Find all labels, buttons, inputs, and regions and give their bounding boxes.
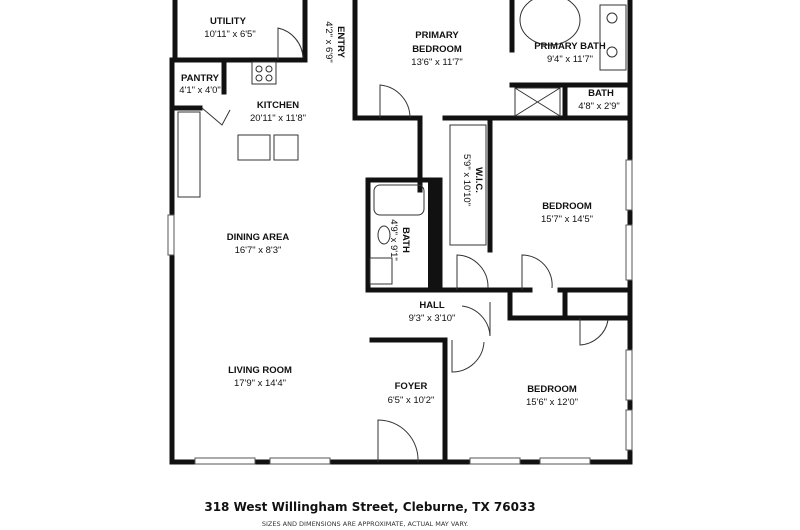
svg-text:15'7" x 14'5": 15'7" x 14'5" [541, 214, 593, 225]
disclaimer: SIZES AND DIMENSIONS ARE APPROXIMATE, AC… [261, 520, 469, 528]
room-label-bath-hall: BATH 4'9" x 9'1" [388, 219, 411, 261]
svg-text:16'7" x 8'3": 16'7" x 8'3" [235, 245, 282, 256]
svg-text:10'11" x 6'5": 10'11" x 6'5" [204, 29, 255, 40]
kitchen-counter [273, 134, 299, 161]
svg-text:PRIMARY: PRIMARY [415, 30, 459, 41]
svg-text:5'9" x 10'10": 5'9" x 10'10" [461, 154, 472, 206]
room-label-kitchen: KITCHEN 20'11" x 11'8" [250, 100, 306, 124]
svg-text:4'2" x 6'9": 4'2" x 6'9" [323, 21, 334, 63]
room-label-wic: W.I.C. 5'9" x 10'10" [461, 154, 484, 206]
door-icon [379, 84, 411, 119]
door-icon [456, 254, 489, 290]
svg-text:17'9" x 14'4": 17'9" x 14'4" [234, 378, 286, 389]
door-icon [277, 27, 304, 60]
svg-text:KITCHEN: KITCHEN [257, 100, 299, 111]
property-address: 318 West Willingham Street, Cleburne, TX… [204, 500, 536, 514]
svg-text:BATH: BATH [400, 227, 411, 253]
svg-text:PRIMARY BATH: PRIMARY BATH [534, 41, 606, 52]
svg-text:PANTRY: PANTRY [181, 73, 220, 84]
room-label-foyer: FOYER 6'5" x 10'2" [388, 381, 435, 406]
stove-icon [251, 61, 277, 85]
room-label-bath-primary: BATH 4'8" x 2'9" [578, 88, 620, 112]
doors [201, 27, 609, 463]
room-label-bedroom-1: BEDROOM 15'7" x 14'5" [541, 201, 593, 225]
svg-text:9'4" x 11'7": 9'4" x 11'7" [547, 54, 593, 65]
svg-text:6'5" x 10'2": 6'5" x 10'2" [388, 395, 435, 406]
svg-text:W.I.C.: W.I.C. [473, 167, 484, 193]
door-icon [579, 318, 609, 346]
door-icon [461, 302, 491, 337]
svg-text:FOYER: FOYER [395, 381, 428, 392]
windows [167, 159, 633, 465]
shower-icon [514, 87, 561, 117]
svg-text:UTILITY: UTILITY [210, 16, 247, 27]
fixtures [177, 0, 627, 285]
room-label-bedroom-2: BEDROOM 15'6" x 12'0" [526, 384, 578, 408]
door-icon [451, 340, 485, 373]
room-label-pantry: PANTRY 4'1" x 4'0" [179, 73, 221, 96]
wall-chase [428, 182, 440, 290]
svg-text:ENTRY: ENTRY [335, 26, 346, 59]
svg-text:4'1" x 4'0": 4'1" x 4'0" [179, 85, 221, 96]
room-label-hall: HALL 9'3" x 3'10" [409, 300, 456, 324]
counter [177, 111, 201, 198]
svg-text:20'11" x 11'8": 20'11" x 11'8" [250, 113, 306, 124]
svg-text:13'6" x 11'7": 13'6" x 11'7" [411, 57, 462, 68]
svg-text:15'6" x 12'0": 15'6" x 12'0" [526, 397, 578, 408]
svg-text:BEDROOM: BEDROOM [527, 384, 577, 395]
toilet-icon [377, 225, 391, 245]
room-label-dining-area: DINING AREA 16'7" x 8'3" [227, 232, 290, 256]
walls [169, 0, 633, 465]
door-icon [201, 107, 231, 126]
svg-text:9'3" x 3'10": 9'3" x 3'10" [409, 313, 456, 324]
svg-text:4'9" x 9'1": 4'9" x 9'1" [388, 219, 399, 261]
room-label-primary-bedroom: PRIMARY BEDROOM 13'6" x 11'7" [411, 30, 462, 68]
room-label-entry: ENTRY 4'2" x 6'9" [323, 21, 346, 63]
svg-text:DINING AREA: DINING AREA [227, 232, 290, 243]
room-label-utility: UTILITY 10'11" x 6'5" [204, 16, 255, 40]
svg-text:BATH: BATH [588, 88, 614, 99]
room-label-primary-bath: PRIMARY BATH 9'4" x 11'7" [534, 41, 606, 65]
bathtub-icon [373, 184, 425, 216]
svg-text:LIVING ROOM: LIVING ROOM [228, 365, 292, 376]
svg-text:BEDROOM: BEDROOM [542, 201, 592, 212]
kitchen-island [237, 134, 271, 161]
door-icon [377, 419, 419, 463]
svg-text:BEDROOM: BEDROOM [412, 44, 462, 55]
vanity-icon [599, 4, 627, 71]
svg-text:4'8" x 2'9": 4'8" x 2'9" [578, 101, 620, 112]
sink-icon [369, 257, 393, 285]
tub-icon [519, 0, 581, 46]
svg-text:HALL: HALL [419, 300, 445, 311]
closet-shelf [449, 124, 487, 246]
door-icon [521, 254, 553, 290]
room-label-living-room: LIVING ROOM 17'9" x 14'4" [228, 365, 292, 389]
